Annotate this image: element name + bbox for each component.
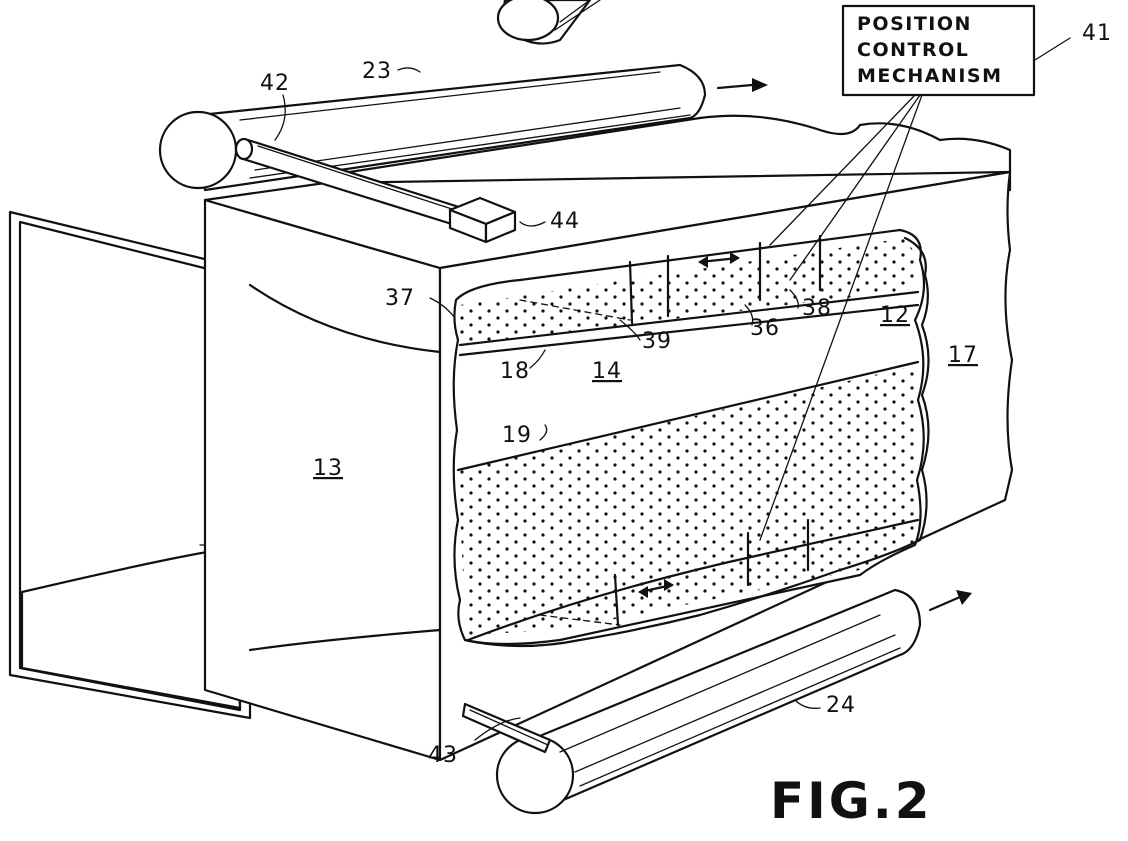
- arrow-roller-23: [716, 78, 768, 92]
- roller-23: [158, 63, 707, 192]
- label-19: 19: [502, 423, 532, 448]
- label-36: 36: [750, 316, 780, 341]
- left-frame: [8, 210, 252, 720]
- label-24: 24: [826, 693, 856, 718]
- rod-42: [234, 137, 464, 227]
- label-12: 12: [880, 303, 910, 328]
- label-44: 44: [550, 209, 580, 234]
- control-line-1: POSITION: [857, 13, 972, 35]
- label-42: 42: [260, 71, 290, 96]
- figure-caption: FIG.2: [770, 772, 933, 830]
- label-37: 37: [385, 286, 415, 311]
- label-13: 13: [313, 456, 343, 481]
- arrow-roller-24: [928, 590, 972, 612]
- label-39: 39: [642, 329, 672, 354]
- top-roller: [496, 0, 601, 45]
- label-41: 41: [1082, 21, 1112, 46]
- label-43: 43: [428, 743, 458, 768]
- cutaway: [452, 228, 930, 648]
- label-18: 18: [500, 359, 530, 384]
- control-line-2: CONTROL: [857, 39, 969, 61]
- control-line-3: MECHANISM: [857, 65, 1003, 87]
- control-mechanism-box: [841, 4, 1036, 97]
- control-leaders: [759, 37, 1071, 541]
- label-38: 38: [802, 296, 832, 321]
- rod-43: [461, 702, 552, 754]
- label-17: 17: [948, 343, 978, 368]
- label-14: 14: [592, 359, 622, 384]
- roller-24: [495, 588, 922, 815]
- label-leaders: [274, 67, 821, 741]
- label-23: 23: [362, 59, 392, 84]
- adjust-arrows: [638, 252, 740, 598]
- box-44: [448, 196, 517, 244]
